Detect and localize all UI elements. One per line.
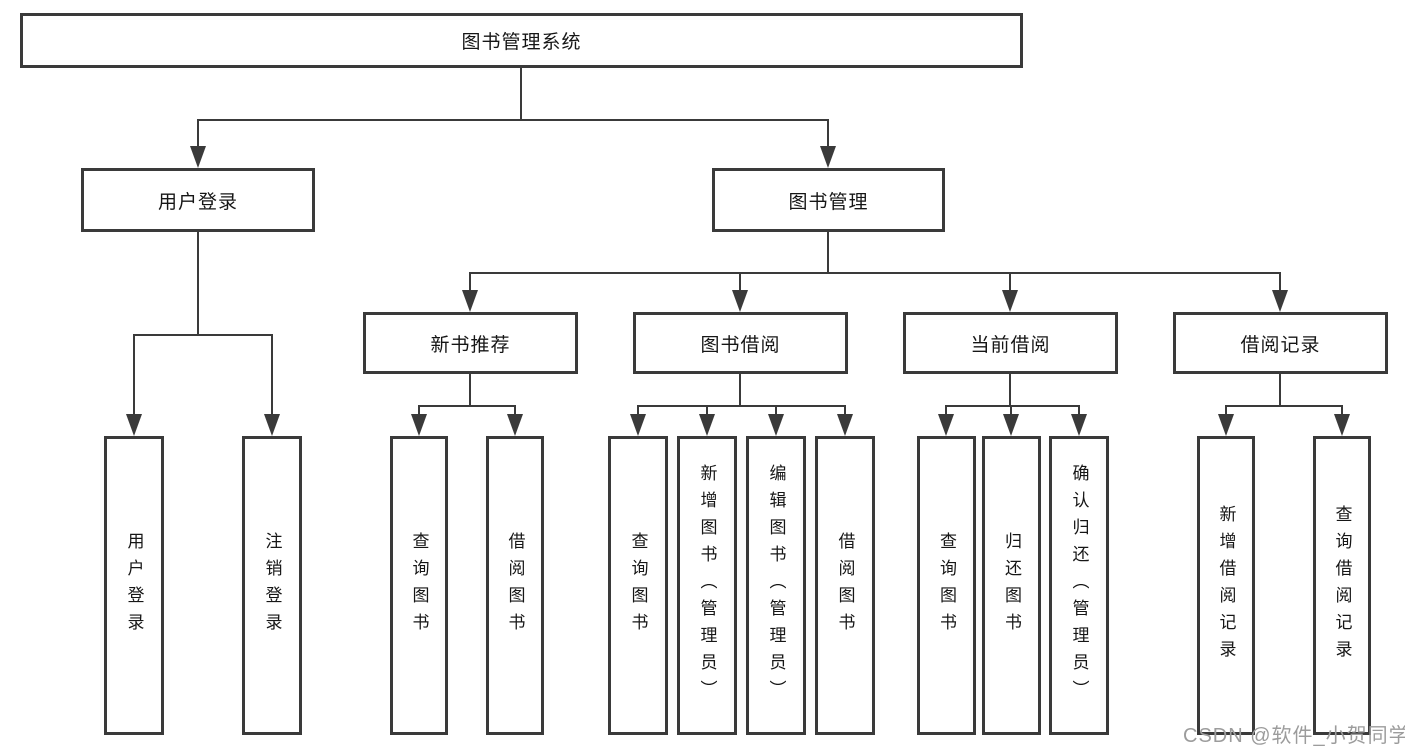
connector-drop-leaf	[418, 406, 420, 418]
connector-drop-logout-leaf	[271, 335, 273, 417]
node-label: 图书管理系统	[461, 32, 582, 53]
leaf-logout: 注销登录	[242, 436, 302, 735]
connector-drop-leaf	[1078, 406, 1080, 418]
connector-drop-leaf	[844, 406, 846, 418]
arrowhead-icon	[630, 414, 646, 436]
connector-drop-user-login	[197, 120, 199, 150]
connector-new-book-stem	[469, 374, 471, 407]
node-label: 当前借阅	[970, 334, 1051, 356]
connector-root-hbar	[197, 119, 829, 121]
node-label: 注销登录	[262, 531, 282, 640]
connector-drop-leaf	[1225, 406, 1227, 418]
leaf-borrow-books-recommend: 借阅图书	[486, 436, 544, 735]
node-label: 用户登录	[157, 191, 238, 213]
connector-current-stem	[1009, 374, 1011, 407]
node-label: 借阅图书	[835, 531, 855, 640]
node-label: 用户登录	[124, 531, 144, 640]
connector-records-stem	[1279, 374, 1281, 407]
leaf-confirm-return-admin: 确认归还（管理员）	[1049, 436, 1109, 735]
node-user-login: 用户登录	[81, 168, 315, 232]
connector-root-stem	[520, 68, 522, 120]
node-book-borrowing: 图书借阅	[633, 312, 848, 374]
leaf-user-login: 用户登录	[104, 436, 164, 735]
node-label: 新增图书（管理员）	[697, 464, 717, 707]
node-new-book-recommend: 新书推荐	[363, 312, 578, 374]
node-root-library-system: 图书管理系统	[20, 13, 1023, 68]
arrowhead-icon	[1003, 414, 1019, 436]
arrowhead-icon	[1071, 414, 1087, 436]
connector-new-book-hbar	[418, 405, 516, 407]
connector-drop-leaf	[1010, 406, 1012, 418]
connector-drop-book-mgmt	[827, 120, 829, 150]
leaf-borrow-books-borrowing: 借阅图书	[815, 436, 875, 735]
connector-drop-leaf	[637, 406, 639, 418]
arrowhead-icon	[1272, 290, 1288, 312]
connector-drop-records	[1279, 273, 1281, 291]
leaf-query-books-borrowing: 查询图书	[608, 436, 668, 735]
arrowhead-icon	[264, 414, 280, 436]
connector-borrow-hbar	[637, 405, 846, 407]
node-label: 编辑图书（管理员）	[766, 464, 786, 707]
node-current-borrowing: 当前借阅	[903, 312, 1118, 374]
connector-user-login-stem	[197, 232, 199, 336]
arrowhead-icon	[190, 146, 206, 168]
node-label: 查询借阅记录	[1332, 504, 1352, 667]
node-label: 归还图书	[1002, 531, 1021, 640]
arrowhead-icon	[820, 146, 836, 168]
connector-drop-leaf	[514, 406, 516, 418]
node-label: 查询图书	[409, 531, 429, 640]
connector-drop-leaf	[706, 406, 708, 418]
arrowhead-icon	[1334, 414, 1350, 436]
connector-book-mgmt-hbar	[469, 272, 1281, 274]
leaf-add-borrow-record: 新增借阅记录	[1197, 436, 1255, 735]
leaf-edit-books-admin: 编辑图书（管理员）	[746, 436, 806, 735]
leaf-query-books-current: 查询图书	[917, 436, 976, 735]
arrowhead-icon	[507, 414, 523, 436]
leaf-query-borrow-record: 查询借阅记录	[1313, 436, 1371, 735]
arrowhead-icon	[699, 414, 715, 436]
connector-drop-current	[1009, 273, 1011, 291]
connector-drop-login-leaf	[133, 335, 135, 417]
leaf-query-books-recommend: 查询图书	[390, 436, 448, 735]
node-book-management: 图书管理	[712, 168, 945, 232]
connector-borrow-stem	[739, 374, 741, 407]
arrowhead-icon	[768, 414, 784, 436]
node-label: 借阅图书	[505, 531, 525, 640]
connector-drop-leaf	[1341, 406, 1343, 418]
connector-book-mgmt-stem	[827, 232, 829, 274]
connector-records-hbar	[1225, 405, 1343, 407]
leaf-return-books: 归还图书	[982, 436, 1041, 735]
arrowhead-icon	[126, 414, 142, 436]
connector-drop-leaf	[775, 406, 777, 418]
node-label: 查询图书	[937, 531, 956, 640]
arrowhead-icon	[837, 414, 853, 436]
arrowhead-icon	[1218, 414, 1234, 436]
connector-drop-borrow	[739, 273, 741, 291]
connector-drop-new-book	[469, 273, 471, 291]
arrowhead-icon	[732, 290, 748, 312]
arrowhead-icon	[411, 414, 427, 436]
node-label: 新增借阅记录	[1216, 504, 1236, 667]
connector-current-hbar	[945, 405, 1080, 407]
arrowhead-icon	[1002, 290, 1018, 312]
node-label: 查询图书	[628, 531, 648, 640]
arrowhead-icon	[938, 414, 954, 436]
connector-user-login-hbar	[133, 334, 273, 336]
node-label: 图书管理	[788, 191, 869, 213]
csdn-watermark: CSDN @软件_小贺同学	[1183, 725, 1405, 747]
node-borrowing-records: 借阅记录	[1173, 312, 1388, 374]
node-label: 新书推荐	[430, 334, 511, 356]
node-label: 借阅记录	[1240, 334, 1321, 356]
leaf-add-books-admin: 新增图书（管理员）	[677, 436, 737, 735]
node-label: 确认归还（管理员）	[1069, 464, 1089, 707]
arrowhead-icon	[462, 290, 478, 312]
connector-drop-leaf	[945, 406, 947, 418]
node-label: 图书借阅	[700, 334, 781, 356]
